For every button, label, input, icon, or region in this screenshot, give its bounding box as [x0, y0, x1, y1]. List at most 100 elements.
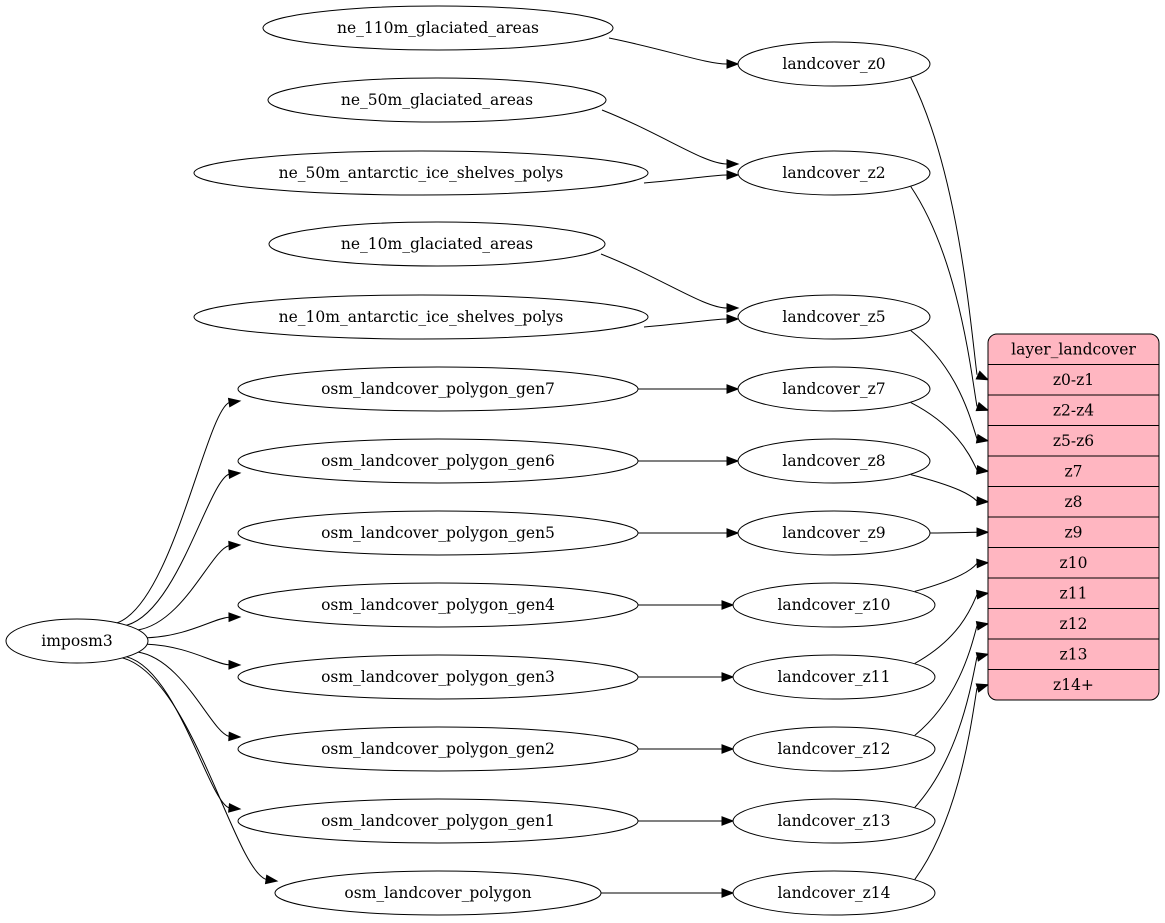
node-label-ne_10m_glaciated_areas: ne_10m_glaciated_areas: [341, 235, 533, 253]
node-shape-landcover_z11: [732, 654, 936, 700]
node-osm_landcover_polygon_gen5[interactable]: osm_landcover_polygon_gen5: [237, 510, 639, 556]
node-landcover_z14[interactable]: landcover_z14: [732, 870, 936, 916]
node-landcover_z13[interactable]: landcover_z13: [732, 798, 936, 844]
table-row-z12[interactable]: z12: [1060, 615, 1088, 633]
edge-arrowhead: [721, 744, 735, 754]
node-landcover_z7[interactable]: landcover_z7: [737, 366, 931, 412]
edge-ne_50m_antarctic_ice_shelves_polys-to-landcover_z2: [643, 174, 728, 184]
node-landcover_z9[interactable]: landcover_z9: [737, 510, 931, 556]
node-label-ne_10m_antarctic_ice_shelves_polys: ne_10m_antarctic_ice_shelves_polys: [279, 308, 564, 326]
table-row-z2-z4[interactable]: z2-z4: [1053, 401, 1094, 419]
edge-arrowhead: [726, 528, 740, 538]
table-row-z10[interactable]: z10: [1060, 554, 1088, 572]
edge-arrowhead: [726, 314, 740, 324]
edge-imposm3-to-osm_landcover_polygon_gen3: [145, 643, 230, 666]
node-shape-ne_50m_glaciated_areas: [267, 77, 607, 123]
node-shape-landcover_z10: [732, 582, 936, 628]
node-shape-osm_landcover_polygon_gen6: [237, 438, 639, 484]
node-label-landcover_z5: landcover_z5: [782, 308, 885, 326]
table-row-z7[interactable]: z7: [1064, 462, 1082, 480]
node-shape-ne_50m_antarctic_ice_shelves_polys: [193, 150, 649, 196]
node-shape-ne_10m_glaciated_areas: [268, 221, 606, 267]
node-ne_110m_glaciated_areas[interactable]: ne_110m_glaciated_areas: [262, 5, 614, 51]
node-ne_50m_glaciated_areas[interactable]: ne_50m_glaciated_areas: [267, 77, 607, 123]
edge-arrowhead: [721, 672, 735, 682]
node-osm_landcover_polygon_gen6[interactable]: osm_landcover_polygon_gen6: [237, 438, 639, 484]
edge-arrowhead: [228, 612, 242, 623]
table-row-z8[interactable]: z8: [1064, 493, 1082, 511]
node-label-osm_landcover_polygon: osm_landcover_polygon: [344, 884, 531, 902]
node-landcover_z2[interactable]: landcover_z2: [737, 150, 931, 196]
table-row-z5-z6[interactable]: z5-z6: [1053, 432, 1094, 450]
edge-imposm3-to-osm_landcover_polygon_gen2: [136, 651, 230, 737]
node-label-osm_landcover_polygon_gen5: osm_landcover_polygon_gen5: [321, 524, 555, 542]
node-label-landcover_z12: landcover_z12: [777, 740, 890, 758]
edge-imposm3-to-osm_landcover_polygon_gen4: [145, 616, 230, 639]
nodes-layer: ne_110m_glaciated_areas ne_50m_glaciated_…: [5, 5, 936, 916]
edge-landcover_z9-to-table-z9: [929, 531, 978, 534]
edges-layer: [115, 37, 990, 898]
edge-arrowhead: [228, 469, 242, 480]
node-label-landcover_z13: landcover_z13: [777, 812, 890, 830]
node-osm_landcover_polygon_gen3[interactable]: osm_landcover_polygon_gen3: [237, 654, 639, 700]
edge-arrowhead: [975, 464, 990, 475]
node-landcover_z5[interactable]: landcover_z5: [737, 294, 931, 340]
node-shape-ne_10m_antarctic_ice_shelves_polys: [193, 294, 649, 340]
table-row-z11[interactable]: z11: [1060, 584, 1088, 602]
node-ne_10m_glaciated_areas[interactable]: ne_10m_glaciated_areas: [268, 221, 606, 267]
layer-landcover-table: layer_landcover z0-z1 z2-z4 z5-z6 z7 z8 z9 z10 z…: [987, 333, 1160, 701]
edge-arrowhead: [726, 384, 740, 394]
node-shape-imposm3: [5, 618, 149, 664]
edge-landcover_z8-to-table-z8: [910, 474, 978, 502]
node-osm_landcover_polygon_gen1[interactable]: osm_landcover_polygon_gen1: [237, 798, 639, 844]
edge-arrowhead: [227, 397, 242, 408]
node-shape-osm_landcover_polygon_gen1: [237, 798, 639, 844]
node-ne_10m_antarctic_ice_shelves_polys[interactable]: ne_10m_antarctic_ice_shelves_polys: [193, 294, 649, 340]
edge-arrowhead: [975, 652, 990, 662]
node-osm_landcover_polygon_gen2[interactable]: osm_landcover_polygon_gen2: [237, 726, 639, 772]
edge-arrowhead: [228, 802, 242, 813]
edge-ne_110m_glaciated_areas-to-landcover_z0: [608, 37, 728, 65]
edge-arrowhead: [975, 370, 990, 381]
table-title: layer_landcover: [1011, 340, 1136, 358]
edge-arrowhead: [976, 527, 990, 538]
node-landcover_z0[interactable]: landcover_z0: [737, 41, 931, 87]
table-row-z0-z1[interactable]: z0-z1: [1053, 371, 1094, 389]
node-landcover_z8[interactable]: landcover_z8: [737, 438, 931, 484]
node-shape-osm_landcover_polygon_gen2: [237, 726, 639, 772]
table-row-z14+[interactable]: z14+: [1053, 676, 1094, 694]
edge-arrowhead: [228, 540, 242, 551]
edge-imposm3-to-osm_landcover_polygon_gen6: [125, 473, 230, 626]
node-label-ne_50m_glaciated_areas: ne_50m_glaciated_areas: [341, 91, 533, 109]
node-imposm3[interactable]: imposm3: [5, 618, 149, 664]
node-osm_landcover_polygon_gen4[interactable]: osm_landcover_polygon_gen4: [237, 582, 639, 628]
edge-landcover_z5-to-table-z5-z6: [910, 330, 978, 439]
node-landcover_z12[interactable]: landcover_z12: [732, 726, 936, 772]
table-row-z9[interactable]: z9: [1064, 523, 1082, 541]
edge-arrowhead: [721, 600, 735, 610]
node-label-landcover_z8: landcover_z8: [782, 452, 885, 470]
node-label-osm_landcover_polygon_gen6: osm_landcover_polygon_gen6: [321, 452, 555, 470]
node-label-landcover_z11: landcover_z11: [777, 668, 890, 686]
node-landcover_z11[interactable]: landcover_z11: [732, 654, 936, 700]
node-label-landcover_z9: landcover_z9: [782, 524, 885, 542]
edge-imposm3-to-osm_landcover_polygon_gen7: [115, 402, 230, 624]
edge-imposm3-to-osm_landcover_polygon_gen5: [136, 545, 230, 631]
edge-arrowhead: [726, 59, 740, 69]
node-label-osm_landcover_polygon_gen7: osm_landcover_polygon_gen7: [321, 380, 555, 398]
node-osm_landcover_polygon[interactable]: osm_landcover_polygon: [274, 870, 602, 916]
edge-ne_10m_antarctic_ice_shelves_polys-to-landcover_z5: [643, 318, 728, 328]
edge-arrowhead: [721, 888, 735, 898]
node-shape-landcover_z8: [737, 438, 931, 484]
node-label-landcover_z7: landcover_z7: [782, 380, 885, 398]
node-ne_50m_antarctic_ice_shelves_polys[interactable]: ne_50m_antarctic_ice_shelves_polys: [193, 150, 649, 196]
edge-arrowhead: [264, 874, 279, 885]
node-landcover_z10[interactable]: landcover_z10: [732, 582, 936, 628]
table-row-z13[interactable]: z13: [1060, 645, 1088, 663]
node-shape-landcover_z2: [737, 150, 931, 196]
node-osm_landcover_polygon_gen7[interactable]: osm_landcover_polygon_gen7: [237, 366, 639, 412]
edge-imposm3-to-osm_landcover_polygon: [121, 657, 267, 880]
edge-landcover_z13-to-table-z13: [914, 656, 978, 808]
node-label-osm_landcover_polygon_gen1: osm_landcover_polygon_gen1: [321, 812, 555, 830]
